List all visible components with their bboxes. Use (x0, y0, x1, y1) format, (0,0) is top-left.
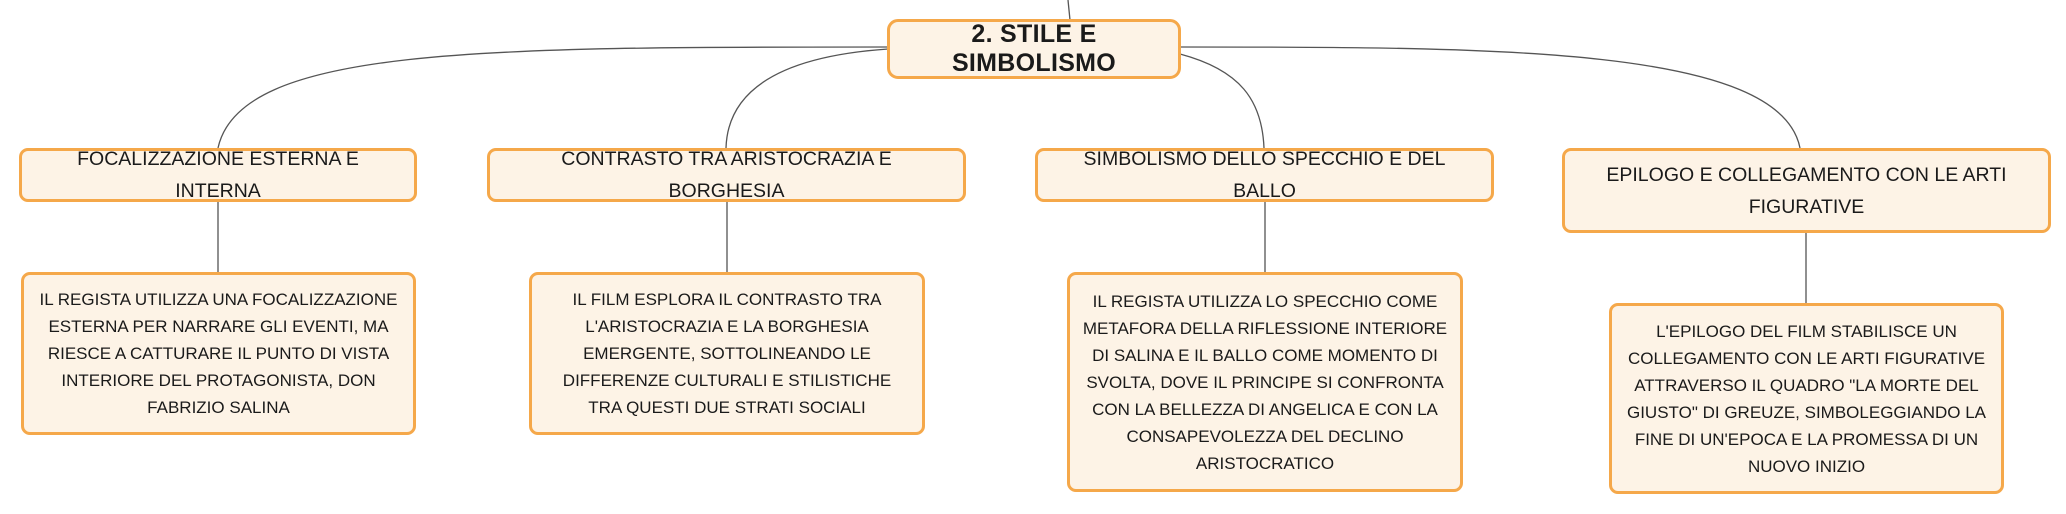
connector-parent (1067, 0, 1071, 21)
branch-label: SIMBOLISMO DELLO SPECCHIO E DEL BALLO (1083, 148, 1446, 202)
branch-node-contrasto[interactable]: CONTRASTO TRA ARISTOCRAZIA E BORGHESIA (487, 148, 966, 202)
detail-node-simbolismo[interactable]: IL REGISTA UTILIZZA LO SPECCHIO COME MET… (1067, 272, 1463, 492)
branch-node-simbolismo[interactable]: SIMBOLISMO DELLO SPECCHIO E DEL BALLO (1035, 148, 1494, 202)
detail-text: IL REGISTA UTILIZZA UNA FOCALIZZAZIONE E… (39, 290, 398, 417)
detail-text: IL FILM ESPLORA IL CONTRASTO TRA L'ARIST… (562, 290, 892, 417)
branch-label: EPILOGO E COLLEGAMENTO CON LE ARTI FIGUR… (1606, 163, 2007, 218)
detail-text: L'EPILOGO DEL FILM STABILISCE UN COLLEGA… (1626, 321, 1986, 476)
root-node[interactable]: 2. STILE E SIMBOLISMO (887, 19, 1181, 79)
branch-node-epilogo[interactable]: EPILOGO E COLLEGAMENTO CON LE ARTI FIGUR… (1562, 148, 2051, 233)
branch-node-focalizzazione[interactable]: FOCALIZZAZIONE ESTERNA E INTERNA (19, 148, 417, 202)
branch-label: FOCALIZZAZIONE ESTERNA E INTERNA (77, 148, 359, 202)
connector-root-branch-2 (725, 48, 889, 149)
branch-label: CONTRASTO TRA ARISTOCRAZIA E BORGHESIA (561, 148, 892, 202)
detail-node-epilogo[interactable]: L'EPILOGO DEL FILM STABILISCE UN COLLEGA… (1609, 303, 2004, 494)
connector-root-branch-1 (217, 46, 889, 149)
detail-text: IL REGISTA UTILIZZA LO SPECCHIO COME MET… (1082, 291, 1448, 473)
connector-root-branch-3 (1179, 53, 1265, 149)
detail-node-focalizzazione[interactable]: IL REGISTA UTILIZZA UNA FOCALIZZAZIONE E… (21, 272, 416, 435)
root-label: 2. STILE E SIMBOLISMO (951, 20, 1117, 77)
connector-root-branch-4 (1179, 46, 1801, 149)
detail-node-contrasto[interactable]: IL FILM ESPLORA IL CONTRASTO TRA L'ARIST… (529, 272, 925, 435)
